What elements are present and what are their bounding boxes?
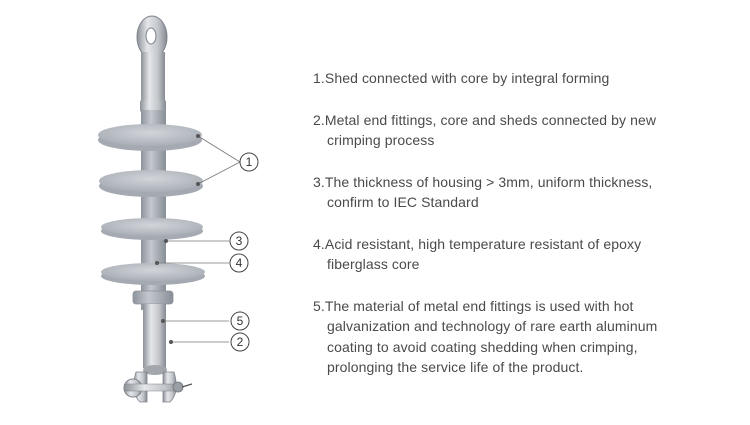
feature-item: 3.The thickness of housing > 3mm, unifor…	[313, 172, 743, 213]
callout-marker: 1	[239, 152, 259, 172]
shed-4	[101, 263, 205, 285]
leader-lines	[157, 135, 241, 343]
callout-marker: 5	[230, 311, 250, 331]
svg-text:1: 1	[246, 155, 253, 169]
feature-item: 1.Shed connected with core by integral f…	[313, 68, 743, 89]
feature-text: confirm to IEC Standard	[327, 194, 479, 210]
svg-text:5: 5	[237, 314, 244, 328]
feature-text: crimping process	[327, 132, 435, 148]
feature-text: 5.The material of metal end fittings is …	[313, 297, 634, 314]
shed-3	[101, 218, 203, 240]
insulator-diagram: 1 3 4 5 2	[98, 15, 259, 403]
feature-text: prolonging the service life of the produ…	[327, 359, 584, 375]
feature-text: 4.Acid resistant, high temperature resis…	[313, 235, 642, 252]
feature-list: 1.Shed connected with core by integral f…	[313, 68, 743, 378]
feature-text: fiberglass core	[327, 256, 420, 272]
feature-text: 3.The thickness of housing > 3mm, unifor…	[313, 173, 653, 190]
shed-1	[98, 124, 202, 151]
feature-text: 2.Metal end fittings, core and sheds con…	[313, 111, 657, 128]
feature-item: 2.Metal end fittings, core and sheds con…	[313, 110, 743, 151]
feature-text: galvanization and technology of rare ear…	[327, 318, 658, 334]
top-end-fitting	[136, 15, 168, 112]
housing-collar	[132, 290, 174, 305]
callout-marker: 4	[229, 253, 249, 273]
bottom-end-fitting	[123, 304, 193, 403]
feature-text: coating to avoid coating shedding when c…	[327, 338, 638, 355]
svg-text:4: 4	[236, 256, 243, 270]
feature-item: 5.The material of metal end fittings is …	[313, 296, 743, 378]
callout-marker: 2	[230, 332, 250, 352]
feature-text: 1.Shed connected with core by integral f…	[313, 70, 610, 86]
callout-marker: 3	[229, 231, 249, 251]
shed-2	[99, 170, 203, 197]
leader-dots	[155, 134, 200, 344]
svg-text:2: 2	[237, 335, 244, 349]
feature-item: 4.Acid resistant, high temperature resis…	[313, 234, 743, 275]
svg-text:3: 3	[236, 234, 243, 248]
